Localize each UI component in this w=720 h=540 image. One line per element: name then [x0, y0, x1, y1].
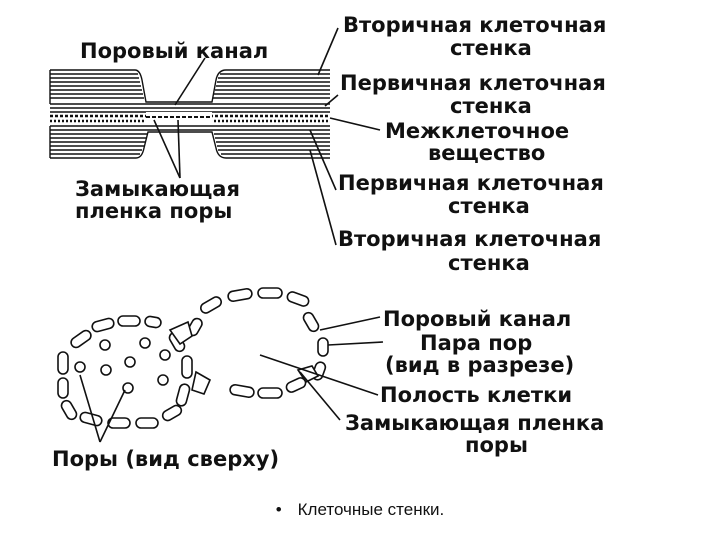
wall-section-diagram — [49, 69, 330, 159]
cells-diagram — [57, 287, 329, 429]
label-pore-pair-1: Пара пор — [420, 331, 532, 355]
label-primary-wall-top-2: стенка — [450, 94, 532, 118]
label-pore-pair-2: (вид в разрезе) — [385, 353, 574, 377]
left-cell-pores — [74, 337, 171, 394]
label-secondary-wall-top-1: Вторичная клеточная — [343, 13, 606, 37]
lower-secondary-wall — [49, 126, 330, 159]
slide-caption: • Клеточные стенки. — [0, 500, 720, 520]
label-secondary-wall-bottom-2: стенка — [448, 251, 530, 275]
pore-pair-left — [168, 320, 193, 346]
label-closing-membrane-bottom-2: поры — [465, 433, 528, 457]
caption-text: Клеточные стенки. — [297, 500, 445, 519]
caption-bullet: • — [275, 500, 282, 519]
top-leader-lines — [153, 27, 381, 246]
right-cell-wall — [187, 287, 329, 399]
label-middle-lamella-1: Межклеточное — [385, 119, 569, 143]
upper-primary-wall — [50, 103, 330, 113]
label-closing-membrane-bottom-1: Замыкающая пленка — [345, 411, 604, 435]
label-secondary-wall-top-2: стенка — [450, 36, 532, 60]
label-closing-membrane-top-1: Замыкающая — [75, 177, 240, 201]
label-pore-canal-top: Поровый канал — [80, 39, 268, 63]
label-pores-top-view: Поры (вид сверху) — [52, 447, 279, 471]
label-primary-wall-bottom-1: Первичная клеточная — [338, 171, 604, 195]
label-secondary-wall-bottom-1: Вторичная клеточная — [338, 227, 601, 251]
lower-primary-wall — [50, 125, 330, 131]
label-primary-wall-top-1: Первичная клеточная — [340, 71, 606, 95]
label-middle-lamella-2: вещество — [428, 141, 545, 165]
label-primary-wall-bottom-2: стенка — [448, 194, 530, 218]
label-closing-membrane-top-2: пленка поры — [75, 199, 232, 223]
pore-pair-shared — [191, 370, 212, 395]
label-pore-canal-bottom: Поровый канал — [383, 307, 571, 331]
bottom-leader-lines — [79, 316, 384, 443]
upper-secondary-wall — [49, 69, 330, 104]
label-cell-cavity: Полость клетки — [380, 383, 572, 407]
